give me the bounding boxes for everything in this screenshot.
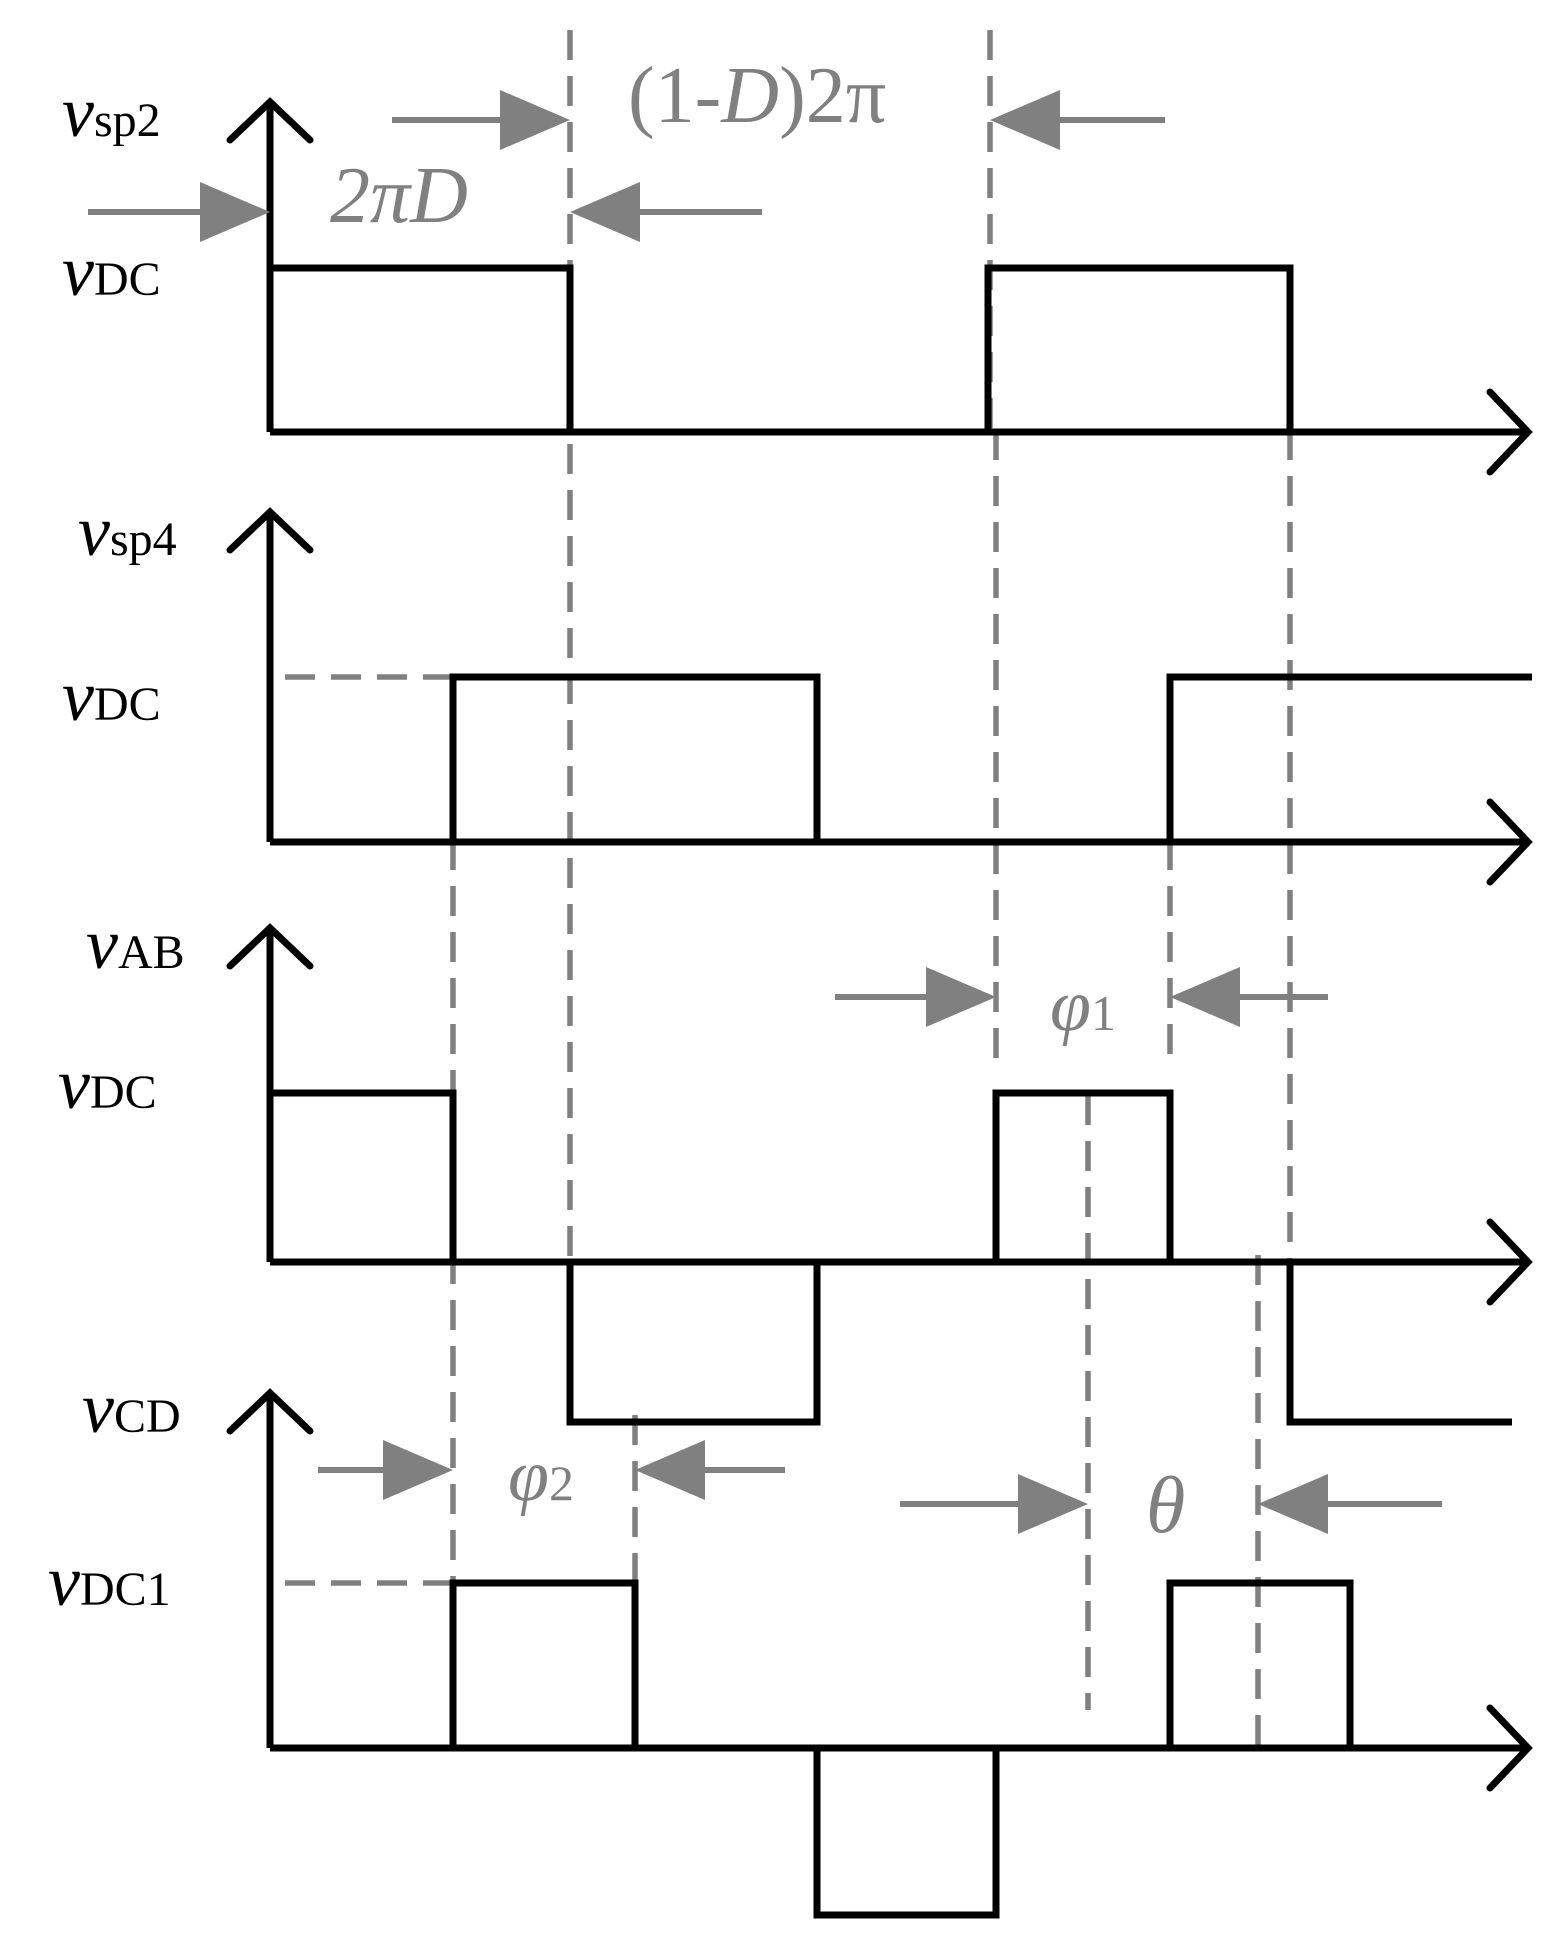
label-phi2: φ2 bbox=[508, 1435, 574, 1517]
arrow-1minusD-right bbox=[990, 90, 1165, 150]
x-arrow-vsp4 bbox=[1486, 798, 1533, 886]
label-vab: vAB bbox=[86, 904, 185, 984]
panel-vsp4: vsp4 vDC bbox=[62, 491, 1533, 886]
waveform-vsp2 bbox=[273, 264, 1294, 432]
panel-vcd: vCD vDC1 bbox=[48, 1368, 1533, 1919]
arrow-2piD-left bbox=[88, 182, 270, 242]
arrow-phi1-right bbox=[1170, 967, 1328, 1027]
waveform-vcd bbox=[449, 1579, 1354, 1919]
label-theta: θ bbox=[1146, 1462, 1185, 1550]
arrow-phi2-left bbox=[318, 1440, 453, 1500]
label-1minusD-2pi: (1-D)2π bbox=[628, 52, 886, 140]
panel-vsp2: vsp2 vDC bbox=[62, 72, 1533, 476]
waveform-vab bbox=[273, 1089, 1512, 1426]
label-vsp4: vsp4 bbox=[78, 491, 177, 571]
y-arrow-vcd bbox=[226, 1388, 314, 1435]
y-arrow-vsp4 bbox=[226, 507, 314, 554]
arrow-phi2-right bbox=[635, 1440, 785, 1500]
level-label-vcd: vDC1 bbox=[48, 1541, 171, 1621]
arrow-theta-left bbox=[900, 1474, 1088, 1534]
y-arrow-vsp2 bbox=[226, 97, 314, 144]
level-label-vsp4: vDC bbox=[62, 656, 161, 736]
x-arrow-vab bbox=[1486, 1218, 1533, 1306]
arrow-1minusD-left bbox=[392, 90, 570, 150]
arrow-2piD-right bbox=[570, 182, 762, 242]
label-vcd: vCD bbox=[82, 1368, 181, 1448]
guide-lines bbox=[285, 30, 1293, 1755]
level-label-vab: vDC bbox=[58, 1044, 157, 1124]
level-label-vsp2: vDC bbox=[62, 231, 161, 311]
label-vsp2: vsp2 bbox=[62, 72, 161, 152]
y-arrow-vab bbox=[226, 923, 314, 970]
label-phi1: φ1 bbox=[1050, 965, 1116, 1047]
x-arrow-vsp2 bbox=[1486, 388, 1533, 476]
waveform-vsp4 bbox=[449, 673, 1532, 842]
dimension-arrows bbox=[88, 90, 1442, 1534]
annotation-labels: 2πD (1-D)2π φ1 φ2 θ bbox=[330, 52, 1185, 1550]
label-2piD: 2πD bbox=[330, 152, 468, 240]
x-arrow-vcd bbox=[1486, 1704, 1533, 1792]
panel-vab: vAB vDC bbox=[58, 904, 1533, 1426]
arrow-theta-right bbox=[1258, 1474, 1442, 1534]
arrow-phi1-left bbox=[835, 967, 996, 1027]
